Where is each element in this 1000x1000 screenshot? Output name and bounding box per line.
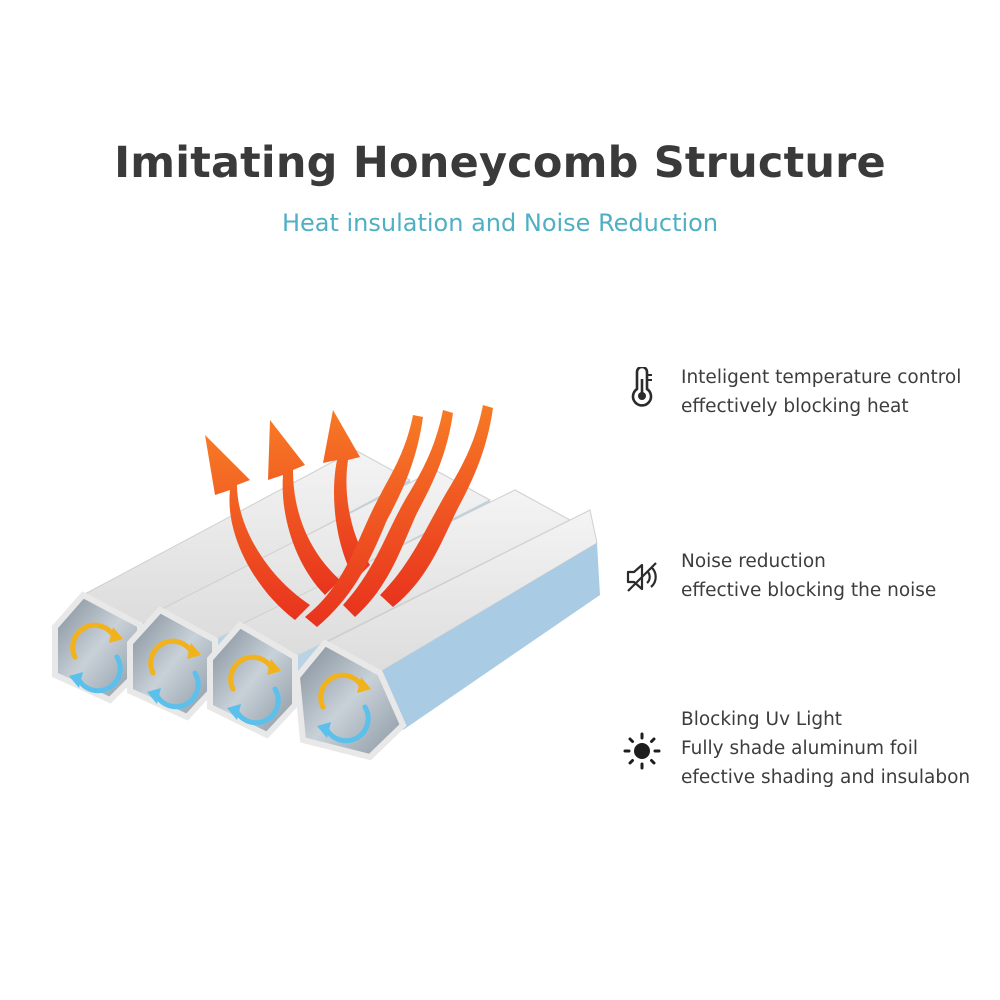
feature-line: Blocking Uv Light	[681, 709, 843, 730]
thermometer-icon	[631, 367, 653, 407]
page-title: Imitating Honeycomb Structure	[114, 138, 886, 188]
feature-line: effectively blocking heat	[681, 396, 909, 417]
feature-line: effective blocking the noise	[681, 580, 937, 601]
honeycomb-illustration	[52, 405, 600, 761]
feature-line: Fully shade aluminum foil	[681, 738, 918, 759]
feature-line: Noise reduction	[681, 551, 826, 572]
circulation-arrows	[69, 622, 371, 744]
feature-uv: Blocking Uv Light Fully shade aluminum f…	[622, 705, 992, 795]
feature-noise: Noise reduction effective blocking the n…	[622, 547, 992, 607]
feature-line: Inteligent temperature control	[681, 367, 962, 388]
sun-icon	[623, 732, 661, 770]
page-subtitle: Heat insulation and Noise Reduction	[281, 209, 719, 237]
heat-arrows	[205, 405, 493, 627]
feature-line: efective shading and insulabon	[681, 767, 971, 788]
muted-speaker-icon	[626, 562, 657, 592]
feature-temperature: Inteligent temperature control effective…	[622, 363, 992, 423]
